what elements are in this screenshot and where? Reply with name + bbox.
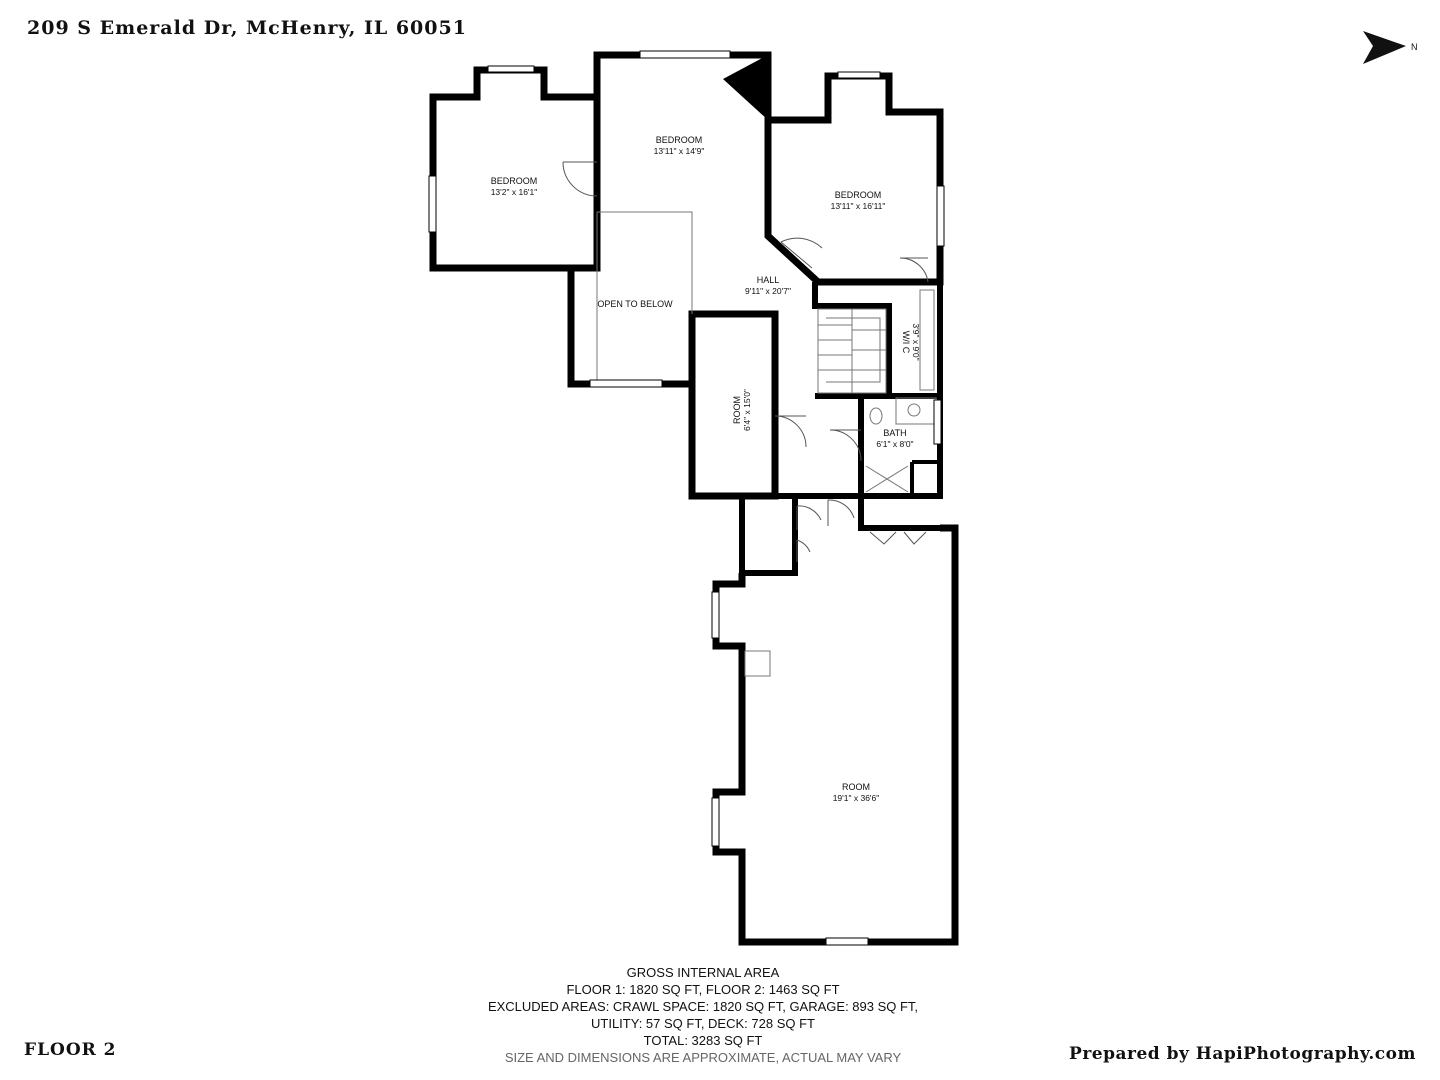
toilet-icon (869, 407, 883, 425)
window (936, 185, 945, 247)
svg-text:3'9" x 9'0": 3'9" x 9'0" (911, 323, 921, 360)
window (428, 175, 437, 233)
area-total: TOTAL: 3283 SQ FT (643, 1033, 763, 1048)
svg-text:BEDROOM: BEDROOM (491, 176, 538, 186)
room-label-bedroom-left: BEDROOM 13'2" x 16'1" (491, 176, 538, 197)
left-bedroom-walls (429, 66, 601, 272)
door-swing (796, 505, 822, 530)
stair-arrow (826, 317, 881, 383)
window (711, 797, 720, 847)
area-utility-line: UTILITY: 57 SQ FT, DECK: 728 SQ FT (591, 1016, 815, 1031)
window (639, 50, 731, 59)
svg-text:13'11" x 16'11": 13'11" x 16'11" (831, 201, 886, 211)
svg-text:BATH: BATH (883, 428, 906, 438)
bath-shower-wall (910, 460, 940, 496)
door-swing (774, 415, 807, 448)
sink-icon (907, 403, 921, 417)
large-room-walls (712, 524, 959, 946)
svg-text:BEDROOM: BEDROOM (835, 190, 882, 200)
compass-icon: N (1363, 31, 1418, 64)
prepared-by: Prepared by HapiPhotography.com (1069, 1044, 1416, 1064)
door-swing (780, 237, 823, 269)
room-label-hall: HALL 9'11" x 20'7" (745, 275, 791, 296)
room-label-small-room: ROOM 6'4" x 15'0" (732, 389, 752, 431)
room-label-bath: BATH 6'1" x 8'0" (876, 428, 913, 449)
vanity (895, 397, 937, 425)
svg-text:13'11" x 14'9": 13'11" x 14'9" (654, 146, 705, 156)
chimney-block (723, 55, 768, 120)
window (589, 379, 663, 388)
svg-text:6'1" x 8'0": 6'1" x 8'0" (876, 439, 913, 449)
room-label-large-room: ROOM 19'1" x 36'6" (833, 782, 880, 803)
window (487, 65, 535, 73)
svg-text:OPEN TO BELOW: OPEN TO BELOW (597, 299, 673, 309)
window (825, 937, 869, 946)
svg-text:19'1" x 36'6": 19'1" x 36'6" (833, 793, 880, 803)
corridor-walls (692, 493, 940, 576)
property-address: 209 S Emerald Dr, McHenry, IL 60051 (27, 17, 467, 39)
svg-text:6'4" x 15'0": 6'4" x 15'0" (742, 389, 752, 431)
room-label-bedroom-right: BEDROOM 13'11" x 16'11" (831, 190, 886, 211)
svg-text:W/I C: W/I C (901, 331, 911, 354)
floor-label: FLOOR 2 (24, 1040, 117, 1060)
svg-text:HALL: HALL (757, 275, 780, 285)
svg-text:ROOM: ROOM (732, 396, 742, 424)
open-to-below-rail (597, 211, 693, 314)
door-swing (899, 257, 929, 283)
door-swing (829, 429, 862, 462)
stair-treads (818, 309, 886, 393)
wic-shelf (919, 289, 935, 391)
area-disclaimer: SIZE AND DIMENSIONS ARE APPROXIMATE, ACT… (504, 1050, 902, 1065)
area-heading: GROSS INTERNAL AREA (626, 965, 780, 980)
door-swing (562, 161, 598, 197)
window (711, 591, 720, 639)
door-swing (796, 539, 811, 562)
window (837, 71, 881, 79)
window (933, 399, 942, 445)
svg-text:ROOM: ROOM (842, 782, 870, 792)
door-swing (869, 531, 927, 545)
room-label-open-to-below: OPEN TO BELOW (597, 299, 673, 309)
open-to-below-walls (567, 268, 692, 388)
right-bedroom-walls (764, 72, 944, 286)
compass-north-label: N (1411, 42, 1418, 52)
fireplace-hearth (744, 650, 771, 677)
shower-icon (865, 465, 909, 493)
svg-text:13'2" x 16'1": 13'2" x 16'1" (491, 187, 538, 197)
svg-text:9'11" x 20'7": 9'11" x 20'7" (745, 286, 791, 296)
room-label-bedroom-top: BEDROOM 13'11" x 14'9" (654, 135, 705, 156)
area-excluded-line: EXCLUDED AREAS: CRAWL SPACE: 1820 SQ FT,… (487, 999, 919, 1014)
gross-internal-area: GROSS INTERNAL AREA FLOOR 1: 1820 SQ FT,… (430, 964, 976, 1066)
door-swing (827, 499, 855, 526)
room-label-wic: W/I C 3'9" x 9'0" (901, 323, 921, 360)
svg-text:BEDROOM: BEDROOM (656, 135, 703, 145)
area-floor-line: FLOOR 1: 1820 SQ FT, FLOOR 2: 1463 SQ FT (566, 982, 840, 997)
